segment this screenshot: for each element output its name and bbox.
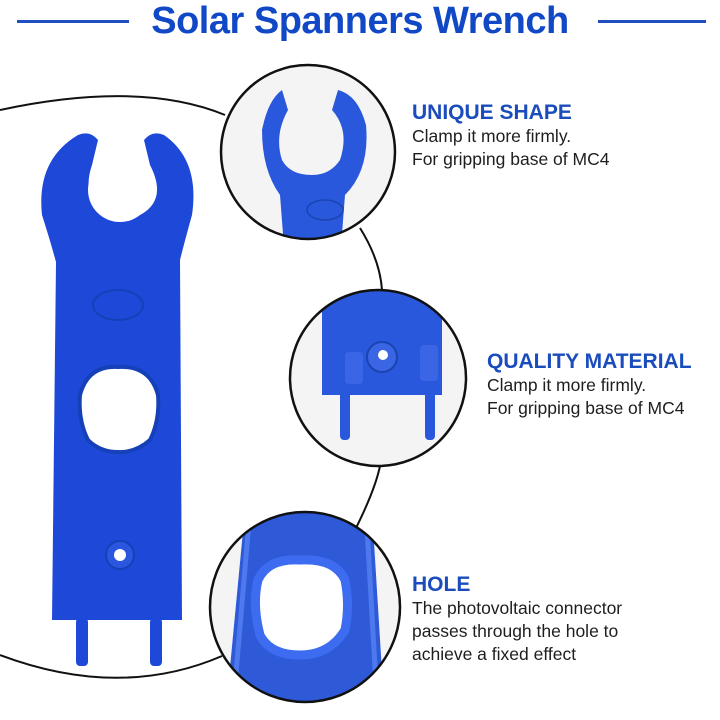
detail-circle-hole bbox=[208, 510, 402, 704]
large-arc bbox=[0, 95, 383, 679]
feature-text: passes through the hole to bbox=[412, 621, 619, 641]
feature-text: achieve a fixed effect bbox=[412, 644, 577, 664]
feature-text: The photovoltaic connector bbox=[412, 598, 623, 618]
header: Solar Spanners Wrench bbox=[0, 0, 720, 44]
feature-hole: HOLE The photovoltaic connector passes t… bbox=[412, 573, 622, 666]
page-title: Solar Spanners Wrench bbox=[151, 0, 569, 42]
feature-unique-shape: UNIQUE SHAPE Clamp it more firmly. For g… bbox=[412, 101, 609, 171]
feature-text: Clamp it more firmly. bbox=[487, 375, 647, 395]
feature-text: For gripping base of MC4 bbox=[412, 149, 610, 169]
feature-quality-material: QUALITY MATERIAL Clamp it more firmly. F… bbox=[487, 350, 692, 420]
feature-heading: HOLE bbox=[412, 573, 471, 596]
feature-text: Clamp it more firmly. bbox=[412, 126, 572, 146]
title-rule-left bbox=[17, 20, 129, 23]
detail-circle-unique-shape bbox=[219, 63, 397, 241]
feature-heading: UNIQUE SHAPE bbox=[412, 101, 572, 124]
feature-heading: QUALITY MATERIAL bbox=[487, 350, 692, 373]
feature-text: For gripping base of MC4 bbox=[487, 398, 685, 418]
wrench-main bbox=[41, 130, 194, 666]
title-rule-right bbox=[598, 20, 706, 23]
detail-circle-quality-material bbox=[288, 288, 468, 468]
